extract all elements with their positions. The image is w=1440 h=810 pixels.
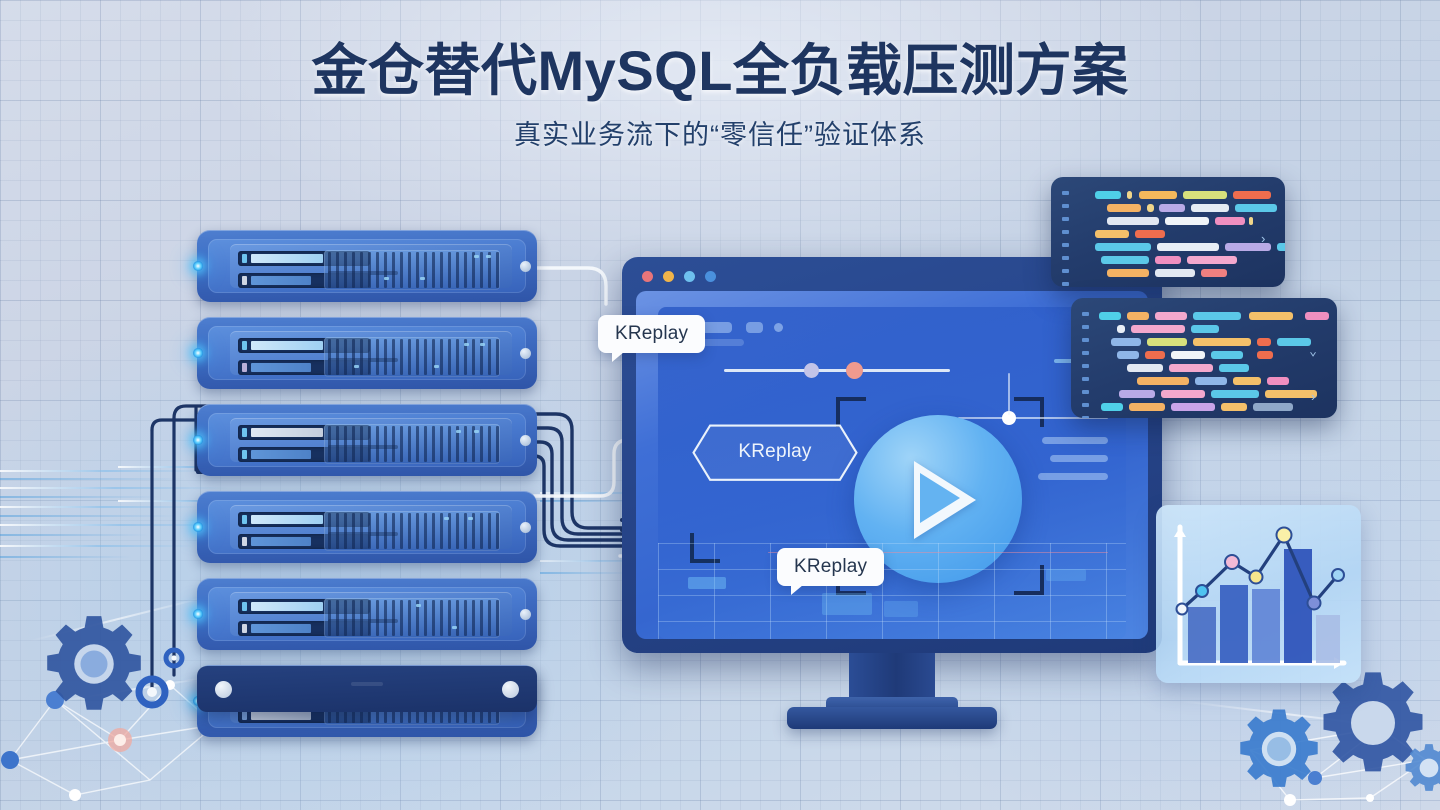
chart-marker [1248, 569, 1264, 585]
server-rack [193, 230, 537, 738]
code-caret: › [1309, 390, 1317, 405]
monitor [622, 257, 1162, 729]
monitor-base [787, 707, 997, 729]
gear-left-large [42, 612, 146, 721]
chart-marker [1195, 584, 1209, 598]
server-unit[interactable] [193, 491, 537, 563]
play-icon-inner [920, 473, 960, 523]
chart-bar [1188, 607, 1216, 663]
status-led [193, 609, 203, 619]
chart-bar [1220, 585, 1248, 663]
vent-grille [324, 250, 500, 290]
window-dot-close[interactable] [642, 271, 653, 282]
rack-base [197, 666, 537, 712]
window-dot-minimize[interactable] [663, 271, 674, 282]
callout-kreplay-bottom[interactable]: KReplay [777, 548, 885, 595]
rack-foot [502, 681, 519, 698]
timeline-node-white[interactable] [1002, 411, 1016, 425]
server-unit[interactable] [193, 230, 537, 302]
timeline-node-coral[interactable] [846, 362, 863, 379]
callout-kreplay-top[interactable]: KReplay [598, 315, 706, 362]
rack-base-notch [351, 682, 383, 686]
rack-screw [520, 261, 531, 272]
timeline-track [724, 369, 950, 372]
monitor-screen [636, 291, 1148, 639]
code-caret: › [1259, 232, 1267, 247]
network-nodes-left [1, 680, 219, 801]
panel-pill [1038, 473, 1108, 480]
window-traffic-lights [642, 271, 716, 282]
timeline-track-secondary [958, 417, 1108, 419]
chart-card [1156, 505, 1361, 683]
code-window-bottom[interactable]: ⌄ › [1071, 298, 1337, 418]
status-led [193, 522, 203, 532]
floor-grid [658, 543, 1126, 639]
server-unit[interactable] [193, 317, 537, 389]
chart-marker [1306, 595, 1322, 611]
bar-line-chart [1174, 524, 1347, 669]
focus-bracket-outer-bl [690, 533, 720, 563]
chart-marker [1175, 602, 1189, 616]
gear-right-small [1403, 742, 1440, 799]
toolbar-pill [746, 322, 763, 333]
rack-screw [520, 522, 531, 533]
toolbar-pill [672, 339, 744, 346]
floor-divider [768, 552, 1108, 553]
rack-foot [215, 681, 232, 698]
chart-marker [1275, 526, 1293, 544]
code-caret: ⌄ [1309, 344, 1317, 359]
rack-screw [520, 435, 531, 446]
play-button[interactable] [854, 415, 1022, 583]
status-led [193, 348, 203, 358]
callout-label: KReplay [794, 556, 868, 577]
server-unit[interactable] [193, 578, 537, 650]
rack-screw [520, 609, 531, 620]
line-number-gutter [1062, 191, 1069, 287]
code-window-top[interactable]: › [1051, 177, 1285, 287]
timeline-node-lavender[interactable] [804, 363, 819, 378]
floor-cell [688, 577, 726, 589]
gear-right-large [1318, 668, 1428, 783]
app-canvas [658, 307, 1126, 639]
line-number-gutter [1082, 312, 1089, 418]
vent-grille [324, 598, 500, 638]
window-dot-extra[interactable] [705, 271, 716, 282]
timeline-branch [1008, 373, 1010, 415]
chart-bar [1252, 589, 1280, 663]
gear-right-mid [1236, 706, 1322, 797]
floor-cell [1046, 569, 1086, 581]
panel-pill [1042, 437, 1108, 444]
status-led [193, 435, 203, 445]
callout-label: KReplay [738, 441, 812, 462]
page-title: 金仓替代MySQL全负载压测方案 [311, 39, 1129, 102]
focus-bracket-tl [836, 397, 866, 427]
status-led [193, 261, 203, 271]
toolbar-dot [774, 323, 783, 332]
focus-bracket-tr [1014, 397, 1044, 427]
vent-grille [324, 337, 500, 377]
callout-kreplay-middle[interactable]: KReplay [692, 424, 858, 481]
focus-bracket-br [1014, 565, 1044, 595]
floor-cell [822, 593, 872, 615]
floor-cell [884, 601, 918, 617]
chart-marker [1224, 554, 1240, 570]
hexagon-shape [692, 424, 858, 481]
panel-pill [1050, 455, 1108, 462]
server-unit[interactable] [193, 404, 537, 476]
callout-label: KReplay [615, 323, 689, 344]
page-subtitle: 真实业务流下的“零信任”验证体系 [514, 119, 926, 150]
vent-grille [324, 424, 500, 464]
window-dot-maximize[interactable] [684, 271, 695, 282]
toolbar-pill [688, 322, 732, 333]
chart-bar [1316, 615, 1340, 663]
title-block: 金仓替代MySQL全负载压测方案 真实业务流下的“零信任”验证体系 [0, 39, 1440, 152]
rack-screw [520, 348, 531, 359]
vent-grille [324, 511, 500, 551]
chart-marker [1331, 568, 1345, 582]
